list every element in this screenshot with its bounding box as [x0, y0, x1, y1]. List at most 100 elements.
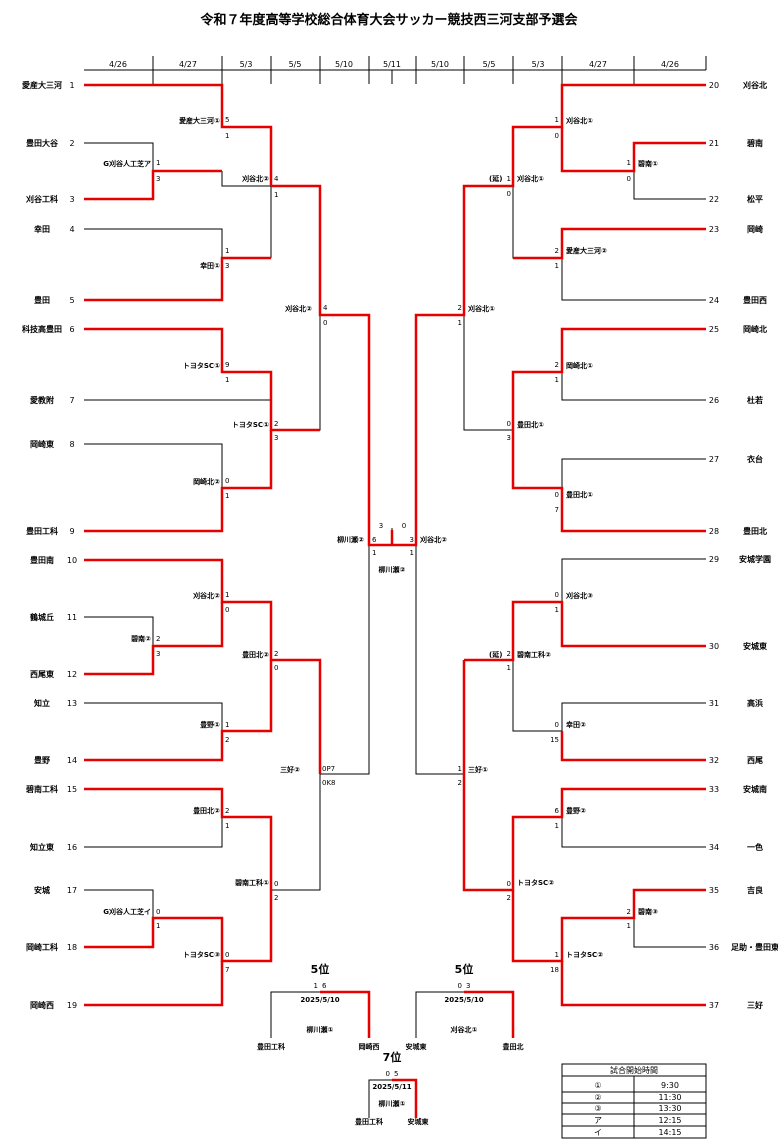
- score: 1: [225, 822, 229, 830]
- score: 0: [386, 1070, 390, 1078]
- match-labels: G刈谷人工芝ア 愛産大三河① 刈谷北② 幸田① 刈谷北② トヨタSC① トヨタS…: [103, 116, 658, 959]
- team-name: 西尾: [747, 756, 763, 765]
- score: 0K8: [322, 779, 336, 787]
- venue-label: 刈谷北②: [285, 304, 312, 313]
- score: 1: [555, 822, 559, 830]
- venue-label: トヨタSC②: [566, 950, 603, 959]
- team-name: 安城南: [743, 784, 767, 794]
- team-name: 豊田: [34, 295, 50, 305]
- table-cell: 12:15: [658, 1116, 681, 1125]
- score: 3: [156, 650, 160, 658]
- score: 5: [225, 116, 229, 124]
- venue-label: 豊田北①: [566, 490, 593, 499]
- team-name: 三好: [747, 1000, 763, 1010]
- score: 0: [555, 132, 559, 140]
- score: 1: [225, 721, 229, 729]
- date-label: 4/27: [589, 60, 607, 69]
- team-name: 安城東: [408, 1117, 430, 1126]
- date-label: 5/10: [431, 60, 449, 69]
- table-cell: ②: [594, 1093, 601, 1102]
- scores: 5 1 1 3 4 1 1 3 4 0 9 1 2 3 0 1 1 0 2 3 …: [156, 116, 631, 974]
- venue-label: 刈谷北②: [193, 591, 220, 600]
- table-title: 試合開始時間: [610, 1065, 658, 1075]
- score: 1: [507, 664, 511, 672]
- score: 0: [225, 951, 229, 959]
- score: 4: [274, 175, 279, 183]
- venue-label: 刈谷北①: [451, 1025, 478, 1034]
- score: 1: [555, 376, 559, 384]
- venue-label: 碧南③: [637, 907, 658, 916]
- venue-label: 刈谷北①: [468, 304, 495, 313]
- team-name: 豊田工科: [355, 1117, 383, 1126]
- score: 6: [322, 982, 327, 990]
- date-label: 5/3: [532, 60, 545, 69]
- venue-label: (延): [489, 174, 502, 183]
- score: 15: [550, 736, 559, 744]
- score: 1: [225, 492, 229, 500]
- score: 1: [314, 982, 318, 990]
- placement-title: 5位: [311, 962, 330, 976]
- match-date: 2025/5/10: [300, 996, 339, 1004]
- team-name: 碧南: [746, 138, 763, 148]
- table-cell: ③: [594, 1104, 601, 1113]
- score: 2: [627, 908, 631, 916]
- team-name: 科技高豊田: [22, 324, 62, 334]
- venue-label: 刈谷北①: [566, 116, 593, 125]
- score: 1: [627, 922, 631, 930]
- score: 1: [225, 132, 229, 140]
- score: 0P7: [322, 765, 335, 773]
- score: 2: [458, 779, 462, 787]
- score: 1: [225, 591, 229, 599]
- team-number: 29: [709, 555, 719, 564]
- venue-label: 刈谷北②: [242, 174, 269, 183]
- venue-label: 柳川瀬①: [379, 1099, 406, 1108]
- team-number: 27: [709, 455, 719, 464]
- venue-label: トヨタSC①: [183, 361, 220, 370]
- team-number: 7: [69, 396, 74, 405]
- venue-label: 幸田②: [566, 720, 586, 729]
- team-number: 14: [67, 756, 77, 765]
- score: 1: [225, 247, 229, 255]
- date-label: 4/26: [661, 60, 679, 69]
- table-cell: ア: [594, 1116, 602, 1125]
- score: 0: [507, 880, 511, 888]
- score: 2: [274, 650, 278, 658]
- score: 2: [274, 420, 278, 428]
- venue-label: G刈谷人工芝イ: [103, 907, 151, 916]
- team-name: 知立東: [30, 842, 54, 852]
- team-number: 21: [709, 139, 719, 148]
- team-number: 5: [69, 296, 74, 305]
- venue-label: トヨタSC①: [232, 420, 269, 429]
- date-label: 5/5: [483, 60, 496, 69]
- score: 2: [507, 650, 511, 658]
- team-number: 26: [709, 396, 719, 405]
- score: 1: [507, 175, 511, 183]
- team-name: 愛産大三河: [22, 80, 62, 90]
- venue-label: 豊野②: [566, 806, 586, 815]
- score: 0: [507, 190, 511, 198]
- venue-label: 碧南工科①: [234, 878, 269, 887]
- date-label: 5/5: [289, 60, 302, 69]
- venue-label: 碧南工科②: [516, 650, 551, 659]
- team-number: 31: [709, 699, 719, 708]
- score: 0: [507, 420, 511, 428]
- date-label: 5/3: [240, 60, 253, 69]
- team-number: 1: [69, 81, 74, 90]
- venue-label: 柳川瀬②: [337, 535, 364, 544]
- team-number: 11: [67, 613, 77, 622]
- team-name: 鶴城丘: [29, 612, 54, 622]
- winner-path: [84, 83, 706, 1007]
- score: 2: [225, 807, 229, 815]
- score: 5: [394, 1070, 398, 1078]
- score: 1: [372, 549, 376, 557]
- team-number: 23: [709, 225, 719, 234]
- score: 1: [555, 606, 559, 614]
- score: 0: [627, 175, 631, 183]
- venue-label: 柳川瀬①: [307, 1025, 334, 1034]
- score: 2: [555, 361, 559, 369]
- team-name: 足助・豊田東: [731, 942, 778, 952]
- score: 6: [555, 807, 560, 815]
- team-name: 西尾東: [30, 669, 54, 679]
- venue-label: 豊野①: [200, 720, 220, 729]
